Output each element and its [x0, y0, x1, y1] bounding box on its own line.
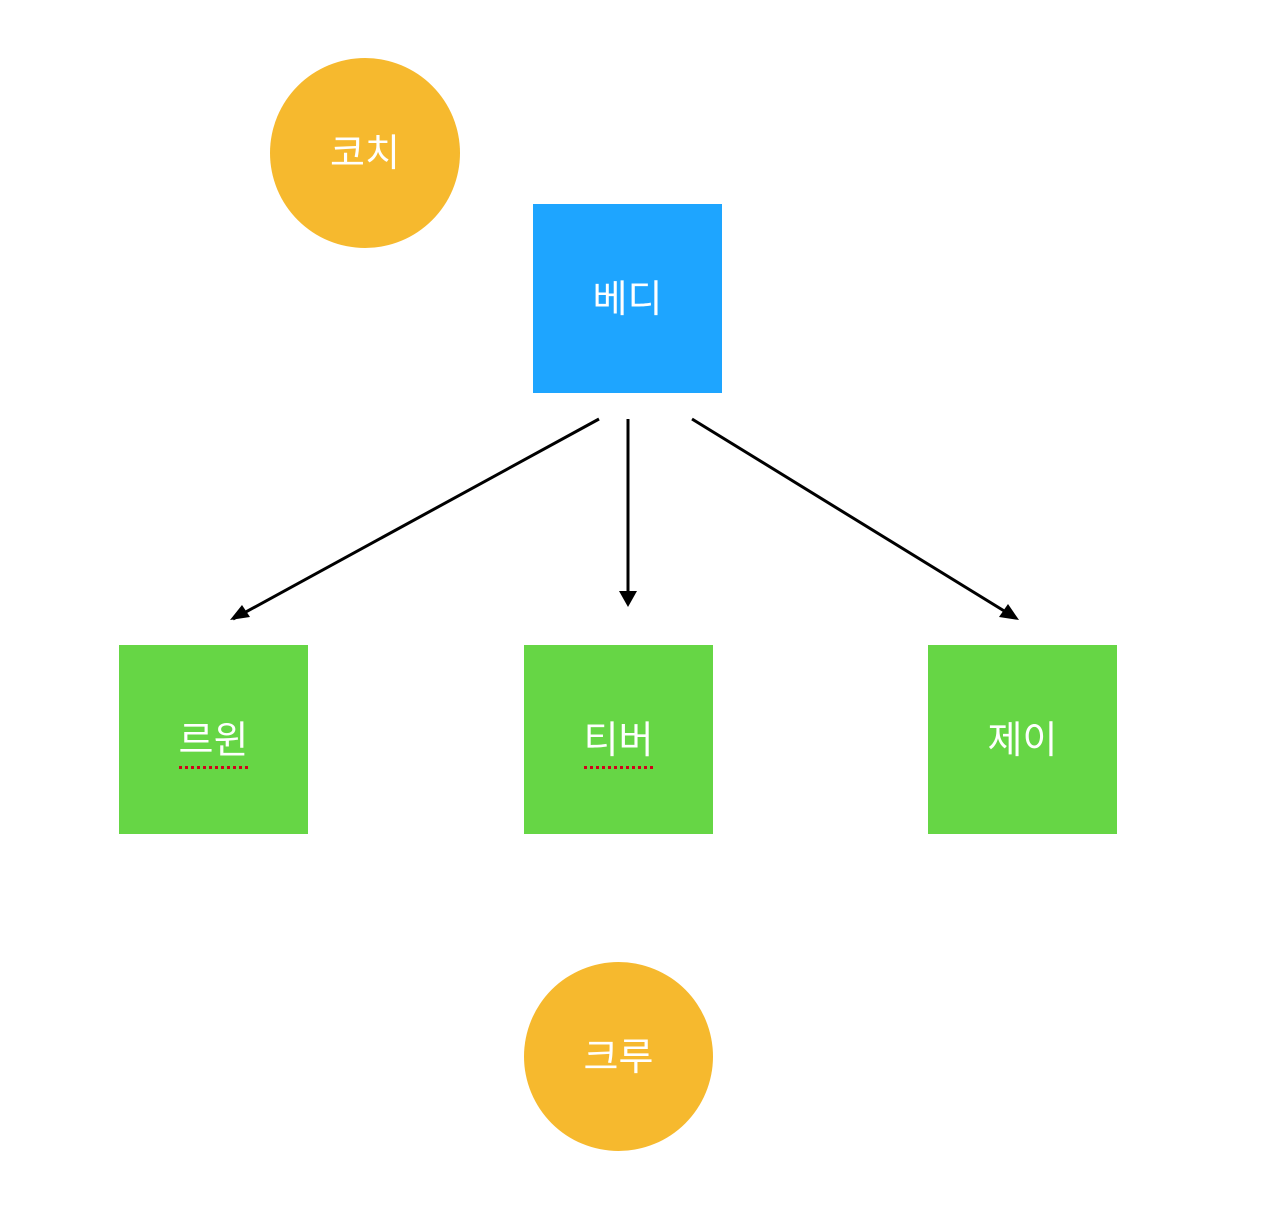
crew-node: 크루	[524, 962, 713, 1151]
member-node-2: 티버	[524, 645, 713, 834]
member-node-1: 르윈	[119, 645, 308, 834]
coach-label: 코치	[330, 131, 400, 175]
lead-node: 베디	[533, 204, 722, 393]
crew-label: 크루	[583, 1034, 654, 1079]
arrowhead-member-2	[619, 591, 637, 607]
arrow-lead-to-member-3	[691, 417, 1015, 619]
arrowhead-member-1	[230, 605, 250, 620]
lead-label: 베디	[592, 276, 663, 321]
member-2-label: 티버	[583, 717, 654, 769]
member-1-label: 르윈	[178, 717, 249, 769]
member-node-3: 제이	[928, 645, 1117, 834]
member-3-label: 제이	[987, 717, 1058, 762]
arrow-lead-to-member-1	[232, 417, 600, 621]
coach-node: 코치	[270, 58, 460, 248]
arrowhead-member-3	[999, 604, 1019, 620]
